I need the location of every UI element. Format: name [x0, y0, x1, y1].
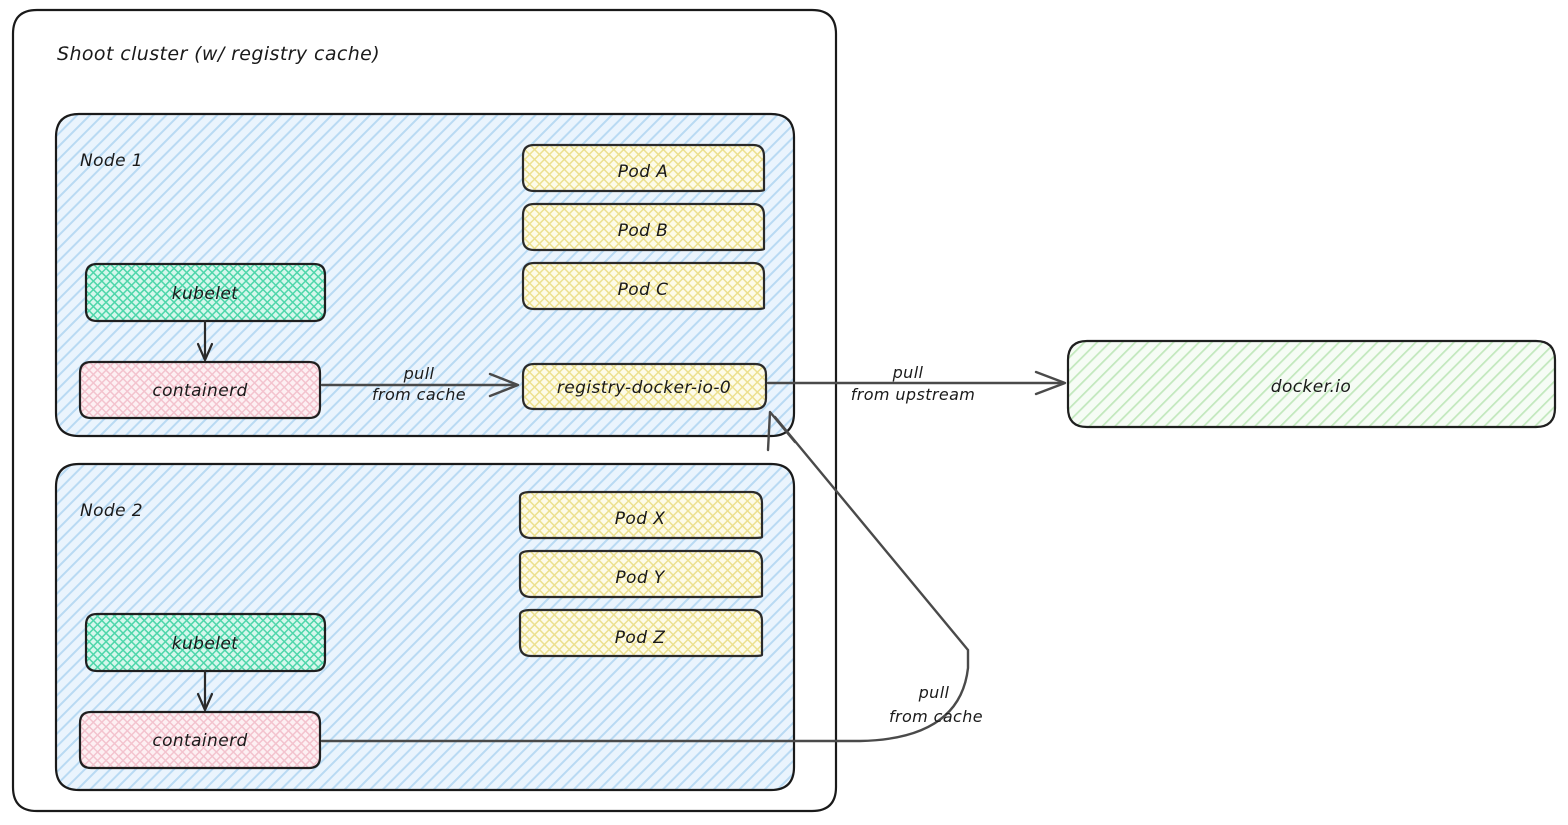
registry-docker-io-0-box[interactable]: registry-docker-io-0: [521, 362, 768, 411]
kubelet-label: kubelet: [172, 284, 239, 304]
edge-upstream-label-line1: pull: [892, 363, 924, 382]
node-1-label: Node 1: [80, 151, 143, 171]
pod-c-label: Pod C: [618, 280, 669, 300]
edge-pull-from-upstream: pull from upstream: [766, 363, 1067, 404]
edge-node1-label-line2: from cache: [372, 385, 466, 404]
containerd-node-1[interactable]: containerd: [78, 360, 322, 420]
edge-node2-label-line1: pull: [918, 683, 950, 702]
kubelet-node-2[interactable]: kubelet: [84, 612, 327, 673]
edge-upstream-label-line2: from upstream: [851, 385, 976, 404]
pod-y-label: Pod Y: [615, 568, 665, 588]
arrow-kubelet-to-containerd-node-1: [196, 319, 214, 362]
node-2-group: Node 2 kubelet containerd Pod X: [54, 462, 796, 792]
pod-b-label: Pod B: [618, 221, 669, 241]
node-2-label: Node 2: [80, 501, 143, 521]
edge-node2-label-line2: from cache: [889, 707, 983, 726]
pod-z-label: Pod Z: [615, 628, 666, 648]
pod-x[interactable]: Pod X: [518, 490, 764, 540]
pod-a[interactable]: Pod A: [521, 143, 766, 193]
pod-x-label: Pod X: [615, 509, 666, 529]
pod-b[interactable]: Pod B: [521, 202, 766, 252]
shoot-cluster-title: Shoot cluster (w/ registry cache): [57, 43, 380, 65]
edge-node1-label-line1: pull: [403, 364, 435, 383]
containerd-label: containerd: [152, 381, 247, 401]
pod-a-label: Pod A: [618, 162, 668, 182]
registry-cache-label: registry-docker-io-0: [557, 378, 731, 398]
containerd-label: containerd: [152, 731, 247, 751]
containerd-node-2[interactable]: containerd: [78, 710, 322, 770]
docker-io-box[interactable]: docker.io: [1066, 339, 1557, 429]
pod-z[interactable]: Pod Z: [518, 608, 764, 658]
pod-c[interactable]: Pod C: [521, 261, 766, 311]
docker-io-label: docker.io: [1271, 377, 1351, 397]
kubelet-node-1[interactable]: kubelet: [84, 262, 327, 323]
kubelet-label: kubelet: [172, 634, 239, 654]
edge-node2-pull-from-cache: pull from cache: [320, 410, 983, 743]
node-1-group: Node 1 kubelet containerd Pod A: [54, 112, 796, 438]
edge-node1-pull-from-cache: pull from cache: [320, 364, 520, 404]
arrow-kubelet-to-containerd-node-2: [196, 669, 214, 712]
pod-y[interactable]: Pod Y: [518, 549, 764, 599]
